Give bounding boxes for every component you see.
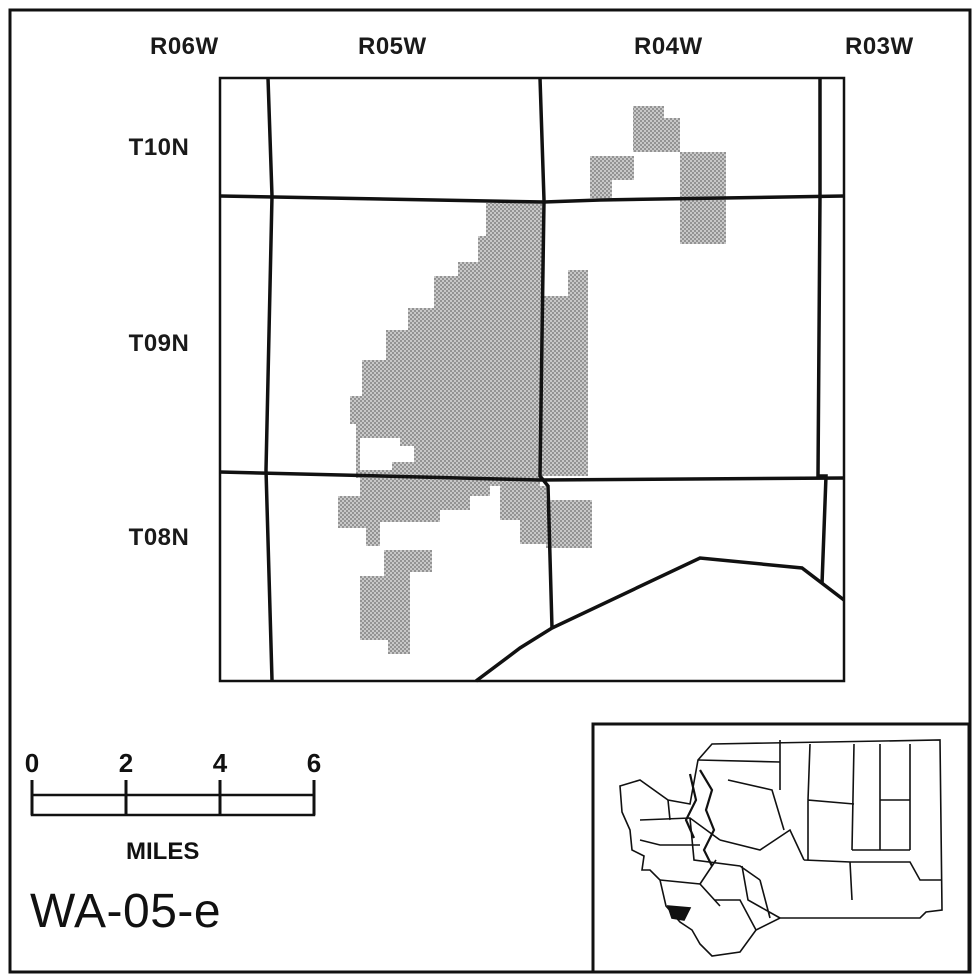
township-line-t09n-t08n — [219, 470, 845, 482]
range-label-r05w: R05W — [358, 33, 427, 60]
shaded-parcel-east — [500, 486, 592, 548]
shaded-parcel-ne-2 — [590, 156, 634, 198]
range-label-r06w: R06W — [150, 33, 219, 60]
county-lines — [639, 740, 942, 931]
scale-bar — [30, 780, 316, 817]
township-label-t08n: T08N — [128, 524, 190, 551]
shaded-parcel-ne-1 — [633, 106, 680, 152]
scale-tick-6: 6 — [306, 748, 322, 778]
puget-sound — [684, 769, 716, 867]
map-panel-border — [218, 76, 846, 683]
shaded-parcel-south — [360, 550, 432, 654]
map-id-label: WA-05-e — [30, 885, 222, 938]
range-label-r04w: R04W — [634, 33, 703, 60]
unshaded-gap — [360, 438, 414, 470]
range-line-r04w-r03w — [816, 78, 828, 585]
boundary-line-south — [474, 556, 846, 683]
scale-tick-0: 0 — [24, 748, 40, 778]
township-line-t10n-t09n — [219, 194, 845, 204]
scale-units-label: MILES — [126, 838, 200, 865]
shaded-parcel-main — [338, 203, 588, 546]
survey-grid — [219, 77, 846, 683]
scale-tick-4: 4 — [212, 748, 228, 778]
inset-washington-map — [619, 739, 943, 957]
range-label-r03w: R03W — [845, 33, 914, 60]
washington-outline — [619, 739, 943, 957]
township-label-t09n: T09N — [128, 330, 190, 357]
inset-frame — [591, 722, 971, 974]
study-area-marker — [666, 905, 692, 921]
scale-tick-2: 2 — [118, 748, 134, 778]
range-line-r06w-r05w — [264, 77, 274, 681]
outer-frame — [8, 8, 972, 974]
township-label-t10n: T10N — [128, 134, 190, 161]
range-line-r05w-r04w — [538, 77, 554, 629]
